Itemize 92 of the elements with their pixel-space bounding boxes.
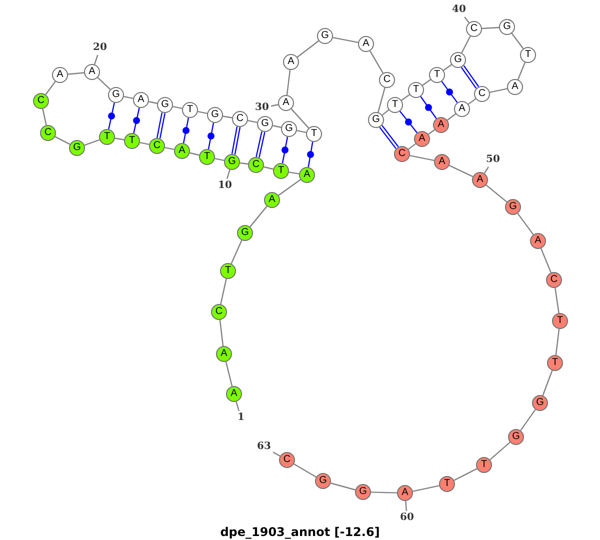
base-pair-line: [231, 126, 241, 155]
backbone-line: [461, 36, 471, 54]
backbone-line: [296, 130, 306, 134]
leader-line: [270, 104, 278, 107]
backbone-line: [124, 96, 134, 100]
leader-line: [236, 402, 240, 412]
backbone-line: [140, 142, 150, 146]
base-pair-line: [307, 142, 314, 168]
backbone-line: [190, 152, 200, 156]
position-number: 20: [91, 41, 109, 55]
backbone-line: [540, 248, 552, 273]
backbone-line: [332, 36, 358, 44]
backbone-line: [370, 492, 398, 494]
base-pair-line: [133, 108, 140, 134]
backbone-line: [482, 26, 500, 30]
backbone-line: [230, 240, 242, 264]
backbone-line: [286, 70, 291, 96]
leader-line: [226, 170, 230, 180]
backbone-line: [54, 136, 70, 145]
backbone-line: [401, 94, 410, 101]
backbone-line: [219, 320, 224, 346]
backbone-line: [288, 172, 300, 174]
position-number: 1: [232, 411, 250, 425]
backbone-line: [454, 468, 478, 481]
backbone-line: [382, 109, 390, 116]
backbone-line: [408, 143, 416, 150]
backbone-line: [42, 108, 47, 126]
backbone-line: [97, 77, 111, 90]
position-number: 63: [255, 440, 273, 454]
backbone-line: [240, 162, 248, 165]
backbone-line: [555, 328, 560, 356]
base-pair-line: [400, 110, 418, 134]
backbone-line: [370, 50, 384, 74]
leader-line: [484, 166, 489, 174]
backbone-line: [520, 409, 536, 431]
base-pair-line: [282, 136, 288, 164]
base-pair-line: [420, 96, 437, 119]
backbone-line: [45, 81, 56, 95]
base-pair-line: [379, 124, 399, 150]
backbone-line: [198, 110, 208, 114]
base-pair-line: [208, 122, 214, 150]
backbone-line: [448, 164, 474, 178]
backbone-line: [422, 79, 431, 86]
backbone-line: [511, 33, 524, 49]
backbone-line: [330, 482, 356, 490]
backbone-line: [84, 139, 100, 146]
base-pair-line: [256, 130, 266, 158]
backbone-line: [447, 113, 456, 121]
position-number: 10: [216, 179, 234, 193]
position-number: 40: [450, 3, 468, 17]
backbone-line: [490, 442, 510, 460]
backbone-line: [250, 206, 268, 228]
leader-line: [272, 452, 280, 457]
leader-line: [94, 54, 98, 65]
backbone-line: [517, 213, 534, 235]
backbone-line: [290, 108, 310, 128]
backbone-line: [517, 62, 526, 80]
backbone-line: [272, 125, 282, 128]
backbone-line: [294, 464, 316, 478]
base-pair-line: [108, 102, 115, 130]
position-number: 60: [398, 511, 416, 525]
backbone-line: [410, 154, 434, 162]
backbone-line: [225, 362, 233, 386]
base-pair-line: [156, 112, 166, 140]
backbone-line: [443, 64, 452, 71]
backbone-line: [220, 278, 227, 304]
backbone-line: [297, 40, 319, 58]
leader-line: [405, 500, 408, 512]
base-pair-line: [182, 118, 190, 144]
backbone-line: [278, 179, 301, 196]
base-pair-line: [441, 81, 458, 103]
position-number: 30: [253, 101, 271, 115]
backbone-line: [468, 98, 476, 105]
backbone-line: [264, 166, 274, 170]
backbone-line: [248, 120, 258, 124]
leader-line: [464, 16, 470, 24]
backbone-line: [172, 106, 182, 110]
backbone-line: [412, 485, 440, 492]
backbone-line: [554, 288, 560, 314]
base-pair-line: [460, 65, 480, 89]
backbone-line: [542, 370, 553, 396]
backbone-line: [164, 146, 174, 150]
backbone-line: [148, 101, 158, 104]
backbone-line: [378, 88, 386, 112]
caption: dpe_1903_annot [-12.6]: [219, 524, 381, 540]
backbone-line: [486, 184, 508, 202]
backbone-line: [114, 138, 124, 140]
backbone-line: [490, 88, 508, 93]
backbone-line: [222, 116, 232, 118]
backbone-line: [214, 158, 224, 162]
position-number: 50: [484, 153, 502, 167]
backbone-line: [68, 72, 84, 75]
